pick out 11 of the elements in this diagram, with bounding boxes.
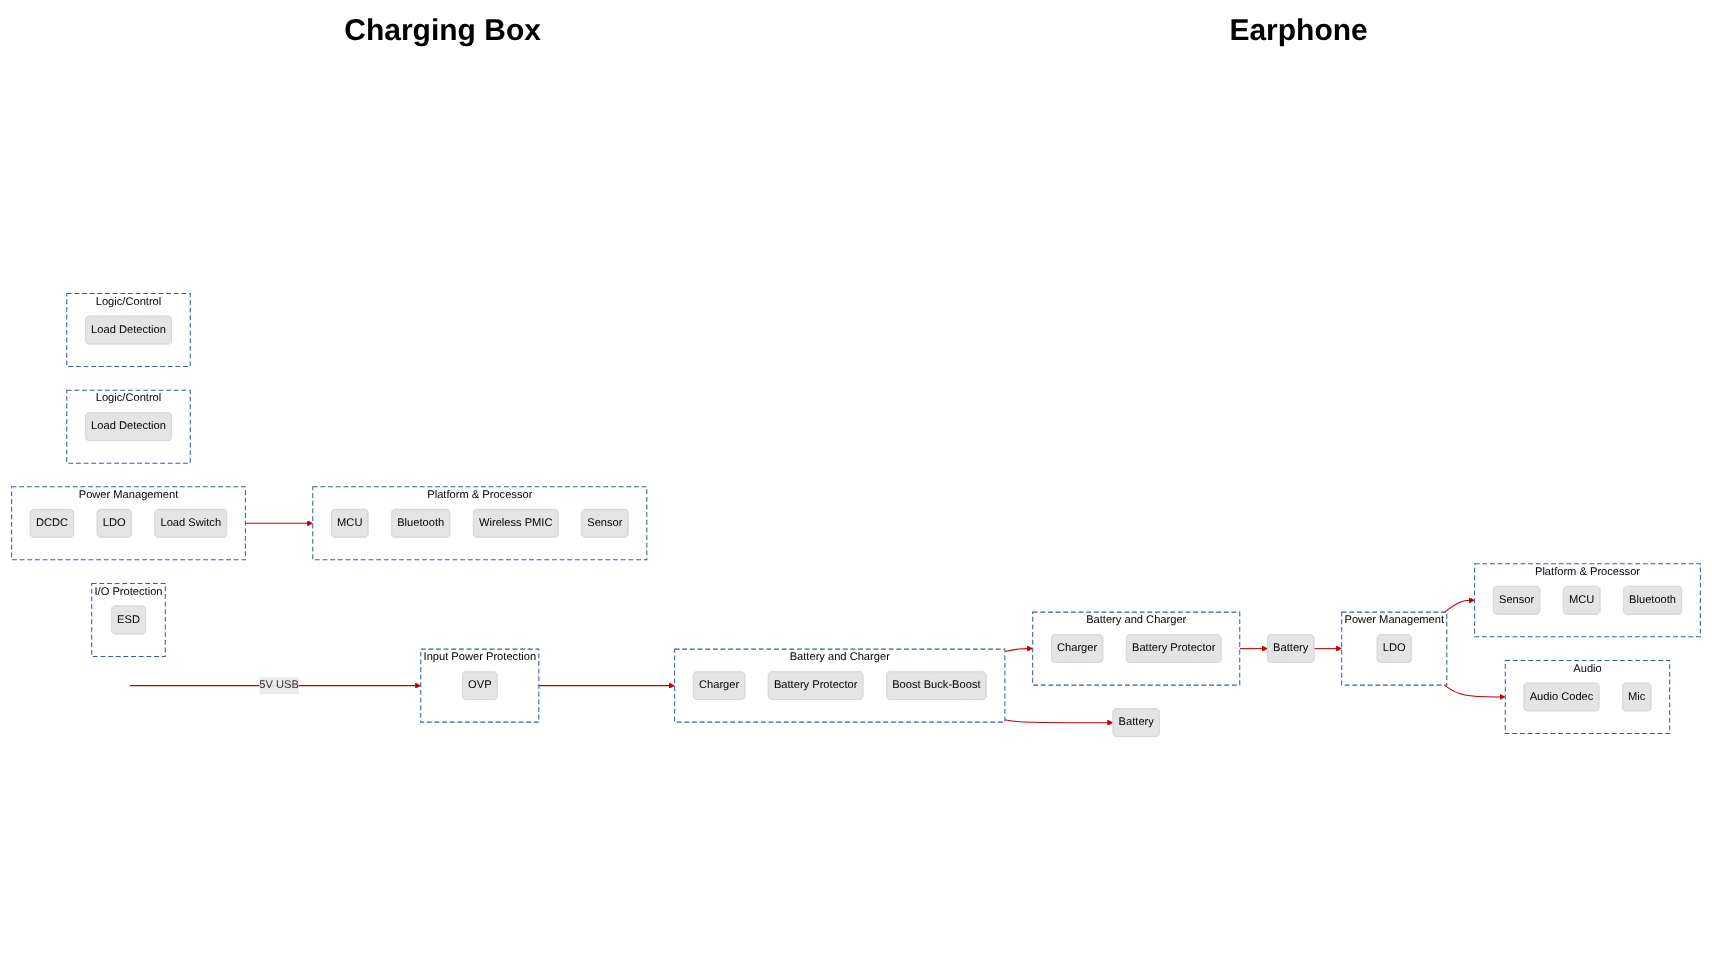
arrow: [1313, 646, 1342, 653]
arrow: [1004, 720, 1114, 727]
arrow: [244, 521, 314, 528]
arrow: [129, 683, 422, 690]
arrow: [1239, 646, 1268, 653]
arrow: [1443, 685, 1506, 701]
section-heading: Charging Box: [344, 13, 541, 47]
section-heading: Earphone: [1229, 13, 1368, 47]
arrow: [538, 683, 675, 690]
arrow: [1004, 646, 1033, 653]
arrow: [1443, 598, 1475, 614]
